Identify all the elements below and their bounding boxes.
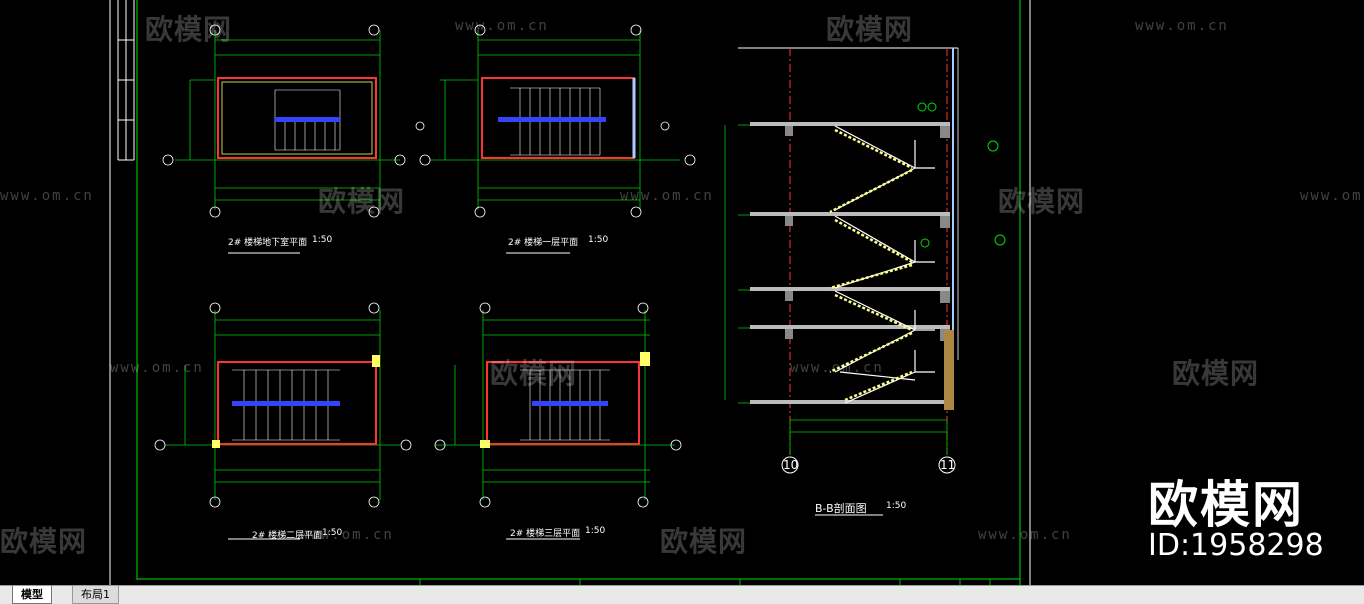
watermark-url: www.om.cn xyxy=(300,527,394,543)
layout-tab-bar: 模型 布局1 xyxy=(0,585,1364,604)
plan-basement-scale: 1:50 xyxy=(312,235,333,245)
axis-label-left: 10 xyxy=(783,458,799,472)
plan-first-scale: 1:50 xyxy=(588,235,609,245)
watermark-url: www.om.cn xyxy=(1300,188,1364,204)
watermark-url: www.om.cn xyxy=(110,360,204,376)
watermark-url: www.om.cn xyxy=(978,527,1072,543)
watermark-url: www.om.cn xyxy=(0,188,94,204)
watermark-logo: 欧模网 xyxy=(318,185,406,218)
watermark-url: www.om.cn xyxy=(1135,18,1229,34)
watermark-logo: 欧模网 xyxy=(998,185,1086,218)
cad-model-canvas[interactable]: 欧模网 欧模网 欧模网 欧模网 欧模网 欧模网 欧模网 欧模网 www.om.c… xyxy=(0,0,1364,585)
plan-third-title: 2# 楼梯三层平面 xyxy=(510,529,581,539)
watermark-url: www.om.cn xyxy=(455,18,549,34)
section-scale: 1:50 xyxy=(886,501,907,511)
plan-basement xyxy=(162,24,406,254)
watermark-url: www.om.cn xyxy=(790,360,884,376)
cad-drawing xyxy=(109,0,1031,585)
brand-id-text: ID:1958298 xyxy=(1148,528,1324,563)
plan-third-scale: 1:50 xyxy=(585,526,606,536)
plan-basement-title: 2# 楼梯地下室平面 xyxy=(228,238,308,248)
watermark-logo: 欧模网 xyxy=(145,13,233,46)
watermark-logo: 欧模网 xyxy=(660,525,748,558)
watermark-logo: 欧模网 xyxy=(0,525,88,558)
plan-third xyxy=(434,302,682,540)
plan-first xyxy=(415,24,696,254)
tab-layout1[interactable]: 布局1 xyxy=(72,586,119,604)
watermark-logo: 欧模网 xyxy=(1172,357,1260,390)
watermark-logo: 欧模网 xyxy=(826,13,914,46)
tab-model[interactable]: 模型 xyxy=(12,586,52,604)
plan-second-scale: 1:50 xyxy=(322,528,343,538)
plan-second xyxy=(154,302,412,540)
plan-first-title: 2# 楼梯一层平面 xyxy=(508,238,579,248)
section-bb xyxy=(724,47,1006,516)
watermark-logo: 欧模网 xyxy=(490,357,578,390)
brand-logo-text: 欧模网 xyxy=(1148,476,1304,534)
watermark-url: www.om.cn xyxy=(620,188,714,204)
plan-second-title: 2# 楼梯二层平面 xyxy=(252,531,323,541)
section-title: B-B剖面图 xyxy=(815,502,867,515)
axis-label-right: 11 xyxy=(940,458,956,472)
